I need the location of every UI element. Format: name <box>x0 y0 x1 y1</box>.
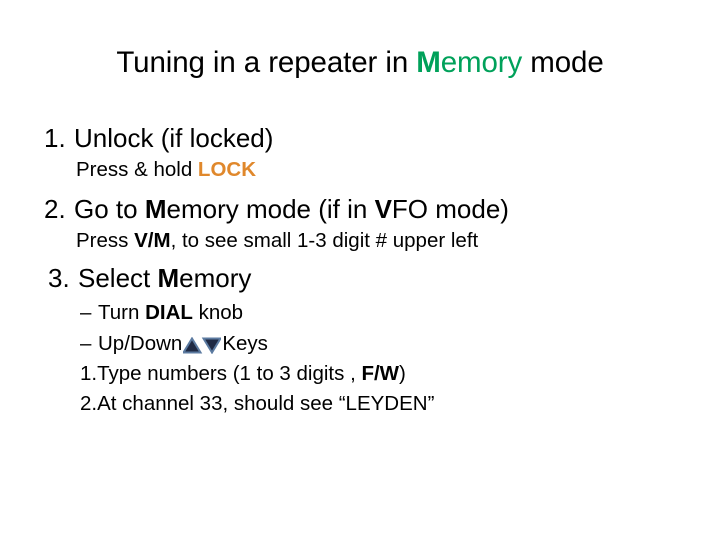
slide-body: 1. Unlock (if locked) Press & hold LOCK 2… <box>0 120 720 415</box>
step-text-3-c: emory <box>179 263 252 294</box>
sub-item-dial-before: Turn <box>98 301 146 325</box>
step-detail-2-before: Press <box>76 229 135 253</box>
step-text-2-e: FO mode) <box>391 194 509 225</box>
lock-keyword: LOCK <box>197 158 256 182</box>
triangle-down-icon <box>202 337 222 354</box>
step-number-2: 2. <box>44 194 66 225</box>
step-number-1: 1. <box>44 123 66 153</box>
step-detail-1: Press & hold LOCK <box>0 159 720 181</box>
triangle-up-icon <box>183 336 203 354</box>
sub-item-type-before: Type numbers (1 to 3 digits , <box>97 361 362 385</box>
title-accent-word: emory <box>440 46 523 79</box>
sub-item-updown-after: Keys <box>222 331 268 355</box>
title-accent-initial: M <box>416 46 441 79</box>
step-text-2-vfo-initial: V <box>374 194 392 225</box>
page-title: Tuning in a repeater in Memory mode <box>0 46 720 80</box>
step-text-2-c: emory mode (if in <box>166 194 375 225</box>
step-detail-2-after: , to see small 1-3 digit # upper left <box>170 229 479 253</box>
step-text-1: Unlock (if locked) <box>74 123 274 153</box>
title-text-before: Tuning in a repeater in <box>116 46 417 79</box>
step-item-1: 1. Unlock (if locked) <box>0 124 720 152</box>
step-text-2-memory-initial: M <box>144 194 167 225</box>
step-item-3: 3. Select Memory <box>0 264 720 292</box>
sub-item-type-after: ) <box>399 361 406 385</box>
sub-item-updown: –Up/Down Keys <box>0 331 720 355</box>
step-detail-2: Press V/M, to see small 1-3 digit # uppe… <box>0 230 720 252</box>
step-item-2: 2. Go to Memory mode (if in VFO mode) <box>0 195 720 223</box>
vm-keyword: V/M <box>134 229 171 253</box>
sub-item-type-numbers: 1.Type numbers (1 to 3 digits , F/W) <box>0 361 720 385</box>
dash-marker: – <box>80 301 92 325</box>
sub-item-updown-before: Up/Down <box>98 331 183 355</box>
sub-item-channel-text: At channel 33, should see “LEYDEN” <box>97 391 435 415</box>
dial-keyword: DIAL <box>145 301 193 325</box>
title-text-after: mode <box>522 46 604 79</box>
sub-item-marker: 1. <box>80 361 98 385</box>
fw-keyword: F/W <box>361 361 400 385</box>
step-text-3-memory-initial: M <box>157 263 180 294</box>
step-number-3: 3. <box>48 263 70 294</box>
sub-item-channel-33: 2.At channel 33, should see “LEYDEN” <box>0 391 720 415</box>
step-detail-1-before: Press & hold <box>76 158 198 182</box>
sub-item-marker: 2. <box>80 391 98 415</box>
sub-item-dial: –Turn DIAL knob <box>0 302 720 324</box>
step-text-3-a: Select <box>78 263 158 294</box>
dash-marker: – <box>80 331 92 355</box>
step-text-2-a: Go to <box>74 194 145 225</box>
sub-item-dial-after: knob <box>192 301 244 325</box>
arrow-keys-glyphs <box>183 336 222 354</box>
